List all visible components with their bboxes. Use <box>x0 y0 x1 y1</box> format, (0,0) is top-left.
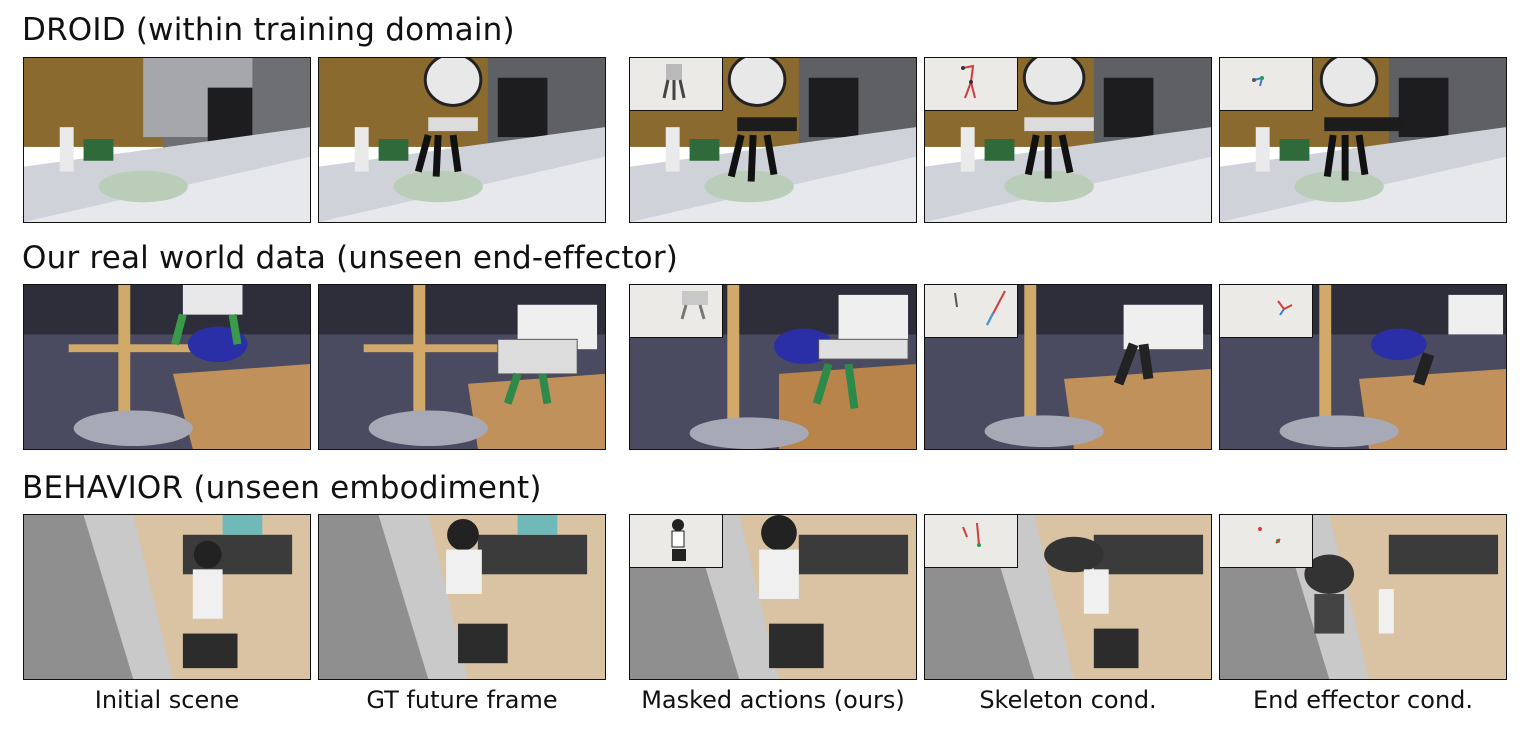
caption-masked-actions: Masked actions (ours) <box>641 686 905 714</box>
skeleton-inset <box>925 285 1018 338</box>
behavior-skeleton-cond-image <box>924 514 1212 680</box>
masked-action-inset <box>630 515 723 568</box>
caption-end-effector-cond: End effector cond. <box>1252 686 1474 714</box>
row-title-droid: DROID (within training domain) <box>22 12 515 48</box>
end-effector-inset <box>1220 58 1313 111</box>
skeleton-inset <box>925 58 1018 111</box>
droid-masked-actions-image <box>629 57 917 223</box>
row-title-behavior: BEHAVIOR (unseen embodiment) <box>22 470 542 506</box>
real-gt-future-frame-image <box>318 284 606 450</box>
droid-initial-scene-image <box>23 57 311 223</box>
droid-gt-future-frame-image <box>318 57 606 223</box>
behavior-end-effector-cond-image <box>1219 514 1507 680</box>
behavior-gt-future-frame-image <box>318 514 606 680</box>
caption-skeleton-cond: Skeleton cond. <box>979 686 1157 714</box>
real-masked-actions-image <box>629 284 917 450</box>
caption-gt-future-frame: GT future frame <box>366 686 558 714</box>
real-skeleton-cond-image <box>924 284 1212 450</box>
droid-end-effector-cond-image <box>1219 57 1507 223</box>
end-effector-inset <box>1220 515 1313 568</box>
skeleton-inset <box>925 515 1018 568</box>
caption-initial-scene: Initial scene <box>94 686 240 714</box>
row-title-real-world: Our real world data (unseen end-effector… <box>22 240 679 276</box>
droid-skeleton-cond-image <box>924 57 1212 223</box>
masked-action-inset <box>630 58 723 111</box>
end-effector-inset <box>1220 285 1313 338</box>
behavior-masked-actions-image <box>629 514 917 680</box>
real-initial-scene-image <box>23 284 311 450</box>
behavior-initial-scene-image <box>23 514 311 680</box>
real-end-effector-cond-image <box>1219 284 1507 450</box>
masked-action-inset <box>630 285 723 338</box>
